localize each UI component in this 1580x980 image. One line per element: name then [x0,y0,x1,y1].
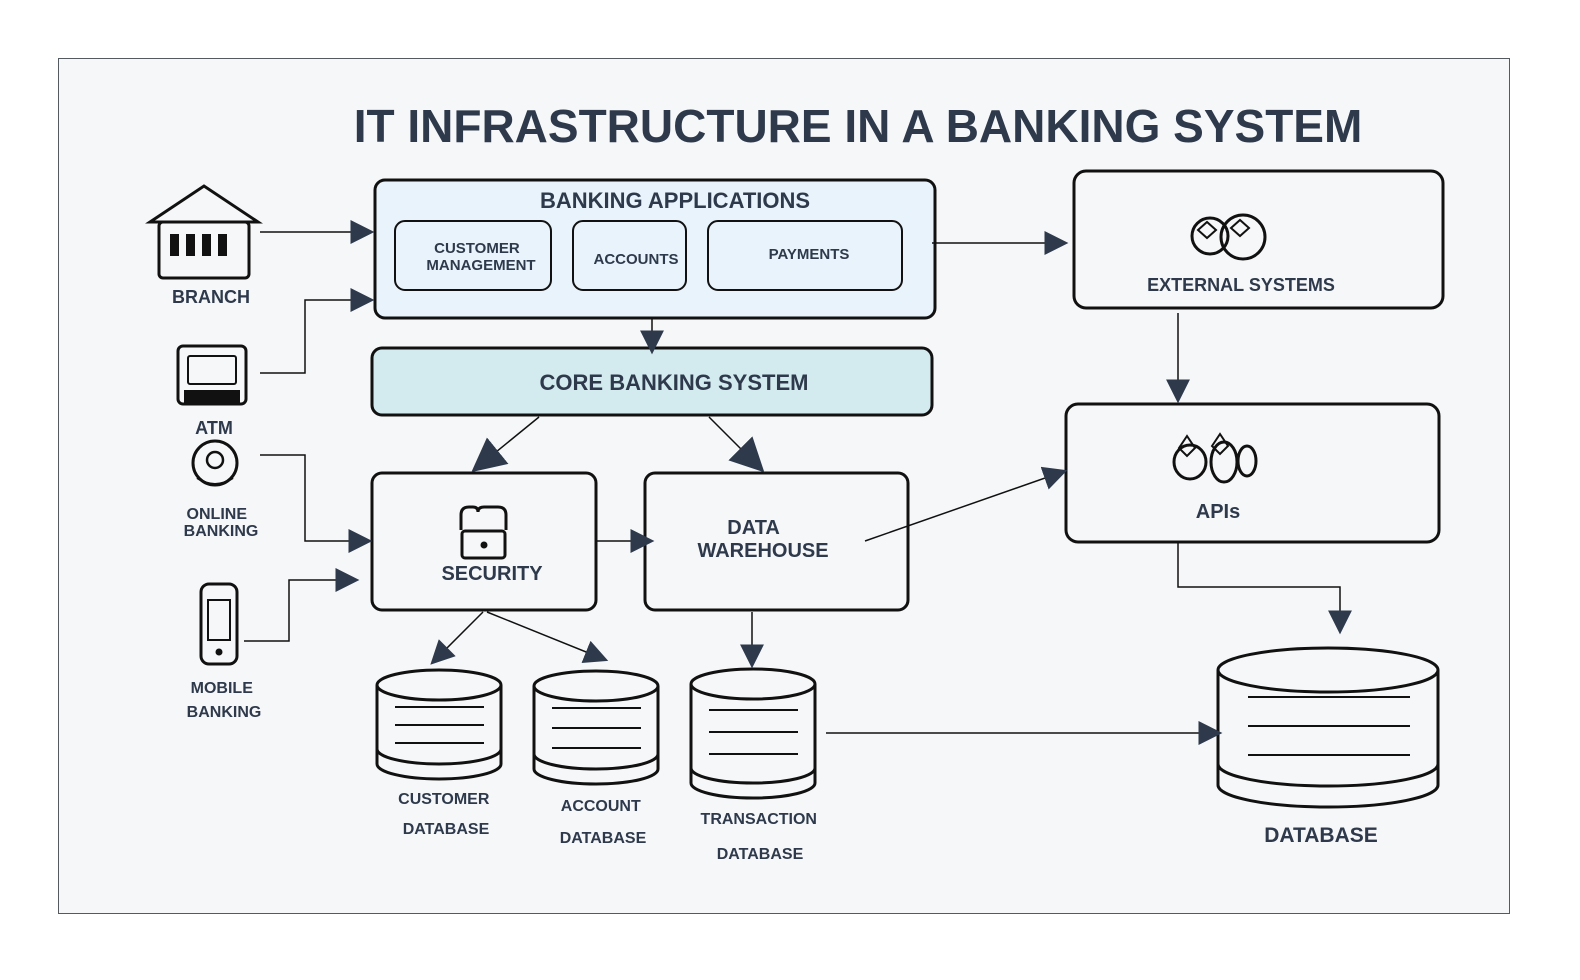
account-database-line-2: DATABASE [560,830,647,847]
online-banking-icon [191,439,239,487]
apis-icon [1172,432,1258,484]
account-database-line-1: ACCOUNT [561,798,641,815]
security-box[interactable]: SECURITY [370,471,598,612]
core-to-security-arrow [471,416,540,473]
main-database-icon[interactable] [1216,646,1440,809]
data-warehouse-line-2: WAREHOUSE [697,540,828,562]
online-banking-line-2: BANKING [184,523,259,540]
data-warehouse-box[interactable]: DATA WAREHOUSE [643,471,910,612]
apis-box[interactable]: APIs [1064,402,1441,544]
main-database-label: DATABASE [1264,824,1378,847]
data-warehouse-line-1: DATA [727,517,779,539]
mobile-phone-icon [199,582,239,666]
atm-to-apps-arrow [260,288,375,374]
atm-icon [176,344,248,406]
transaction-database-line-2: DATABASE [717,846,804,863]
customer-database-line-1: CUSTOMER [398,791,490,808]
mobile-banking-line-2: BANKING [187,704,262,721]
online-banking-label: ONLINE BANKING [184,506,259,540]
mobile-to-security-arrow [244,568,360,642]
customer-management-label: CUSTOMER MANAGEMENT [426,240,535,274]
customer-management-box[interactable]: CUSTOMER MANAGEMENT [394,220,552,291]
customer-database-line-2: DATABASE [403,821,490,838]
core-banking-system-label: CORE BANKING SYSTEM [540,370,809,395]
external-systems-box[interactable]: EXTERNAL SYSTEMS [1072,169,1445,310]
customer-database-icon[interactable] [375,668,503,781]
security-label: SECURITY [441,563,543,585]
mobile-banking-line-1: MOBILE [191,680,254,697]
security-to-account-db-arrow [486,611,609,664]
lock-icon [459,505,508,560]
banking-applications-title: BANKING APPLICATIONS [540,188,810,213]
accounts-box[interactable]: ACCOUNTS [572,220,687,291]
external-systems-icon [1190,213,1267,261]
atm-label: ATM [195,418,233,438]
external-systems-label: EXTERNAL SYSTEMS [1147,275,1335,295]
connectors [244,220,1352,745]
online-banking-line-1: ONLINE [187,506,248,523]
security-to-customer-db-arrow [430,611,484,665]
apis-to-database-arrow [1177,542,1352,635]
core-banking-system-box[interactable]: CORE BANKING SYSTEM [370,346,934,417]
page-title: IT INFRASTRUCTURE IN A BANKING SYSTEM [354,100,1363,152]
core-to-warehouse-arrow [708,416,765,473]
payments-box[interactable]: PAYMENTS [707,220,903,291]
payments-label: PAYMENTS [769,246,850,263]
warehouse-to-apis-arrow [864,466,1068,542]
transaction-database-label: TRANSACTION DATABASE [701,811,822,863]
branch-label: BRANCH [172,287,250,307]
accounts-label: ACCOUNTS [594,251,679,268]
data-warehouse-label: DATA WAREHOUSE [697,517,828,562]
account-database-label: ACCOUNT DATABASE [560,798,647,847]
customer-management-line-1: CUSTOMER [434,240,520,257]
transaction-database-line-1: TRANSACTION [701,811,817,828]
bank-building-icon [145,184,263,280]
transaction-database-icon[interactable] [689,667,817,800]
mobile-banking-label: MOBILE BANKING [187,680,262,721]
customer-management-line-2: MANAGEMENT [426,257,535,274]
customer-database-label: CUSTOMER DATABASE [398,791,494,838]
account-database-icon[interactable] [532,669,660,786]
apis-label: APIs [1196,501,1240,523]
online-to-security-arrow [260,454,373,553]
